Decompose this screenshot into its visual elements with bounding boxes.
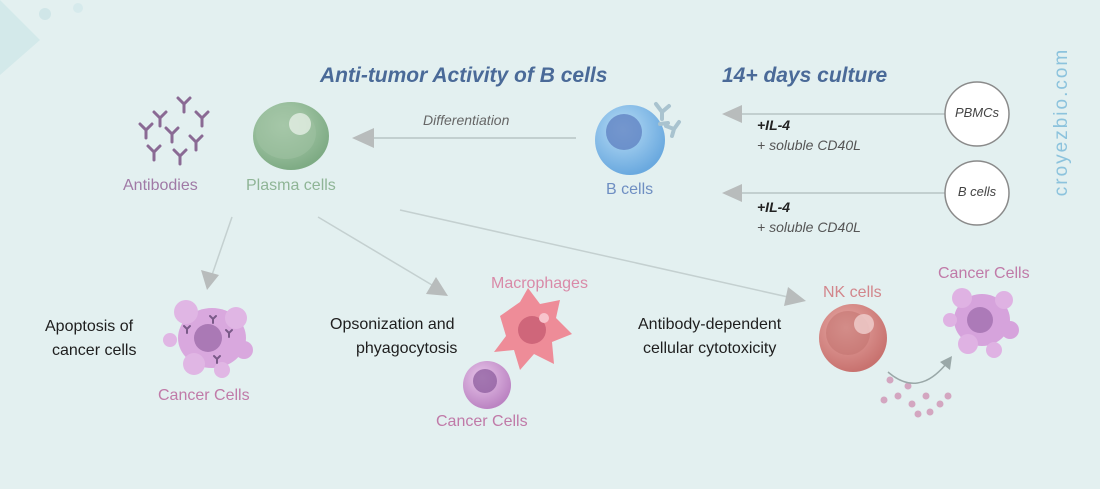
- plasma-cell-illustration: [253, 102, 329, 170]
- culture-title: 14+ days culture: [722, 64, 888, 87]
- condition-bottom-line1: +IL-4: [757, 199, 791, 215]
- cancer-cell-apoptosis-illustration: [163, 300, 253, 378]
- b-cells-label: B cells: [606, 181, 654, 198]
- macrophage-illustration: [494, 288, 572, 370]
- adcc-cancer-cells-label: Cancer Cells: [938, 265, 1030, 282]
- bcells-source-label: B cells: [957, 184, 997, 199]
- plasma-cells-label: Plasma cells: [246, 177, 336, 194]
- b-cell-illustration: [595, 102, 681, 175]
- adcc-line2: cellular cytotoxicity: [643, 340, 777, 357]
- differentiation-label: Differentiation: [423, 112, 510, 128]
- arrow-to-opsonization: [317, 216, 448, 296]
- curved-arrow: [887, 356, 952, 385]
- cancer-cell-opsonization-illustration: [463, 361, 511, 409]
- arrow-pbmc-to-bcells: [722, 105, 946, 123]
- pbmcs-circle: [944, 81, 1010, 147]
- pbmcs-label: PBMCs: [954, 105, 1000, 120]
- arrow-to-adcc: [399, 209, 806, 306]
- macrophages-label: Macrophages: [491, 275, 588, 292]
- condition-top-line2: + soluble CD40L: [757, 137, 861, 153]
- antibodies-label: Antibodies: [123, 177, 198, 194]
- decorative-corner: [0, 0, 83, 75]
- brand-watermark: croyezbio.com: [1051, 47, 1072, 197]
- adcc-line1: Antibody-dependent: [638, 316, 782, 333]
- arrow-differentiation: [352, 128, 576, 148]
- nk-cells-label: NK cells: [823, 284, 882, 301]
- arrow-bcells-source-to-bcells: [722, 184, 946, 202]
- granules-illustration: [880, 376, 952, 418]
- cancer-cell-adcc-illustration: [943, 288, 1019, 358]
- opsonization-line2: phyagocytosis: [356, 340, 458, 357]
- condition-bottom-line2: + soluble CD40L: [757, 219, 861, 235]
- main-title: Anti-tumor Activity of B cells: [320, 64, 608, 87]
- opsonization-cancer-cells-label: Cancer Cells: [436, 413, 528, 430]
- opsonization-line1: Opsonization and: [330, 316, 455, 333]
- apoptosis-cancer-cells-label: Cancer Cells: [158, 387, 250, 404]
- bcells-source-circle: [944, 160, 1010, 226]
- antibodies-illustration: [138, 96, 210, 166]
- apoptosis-line1: Apoptosis of: [45, 318, 134, 335]
- arrow-to-apoptosis: [201, 216, 233, 290]
- apoptosis-line2: cancer cells: [52, 342, 137, 359]
- condition-top-line1: +IL-4: [757, 117, 791, 133]
- nk-cell-illustration: [819, 304, 887, 372]
